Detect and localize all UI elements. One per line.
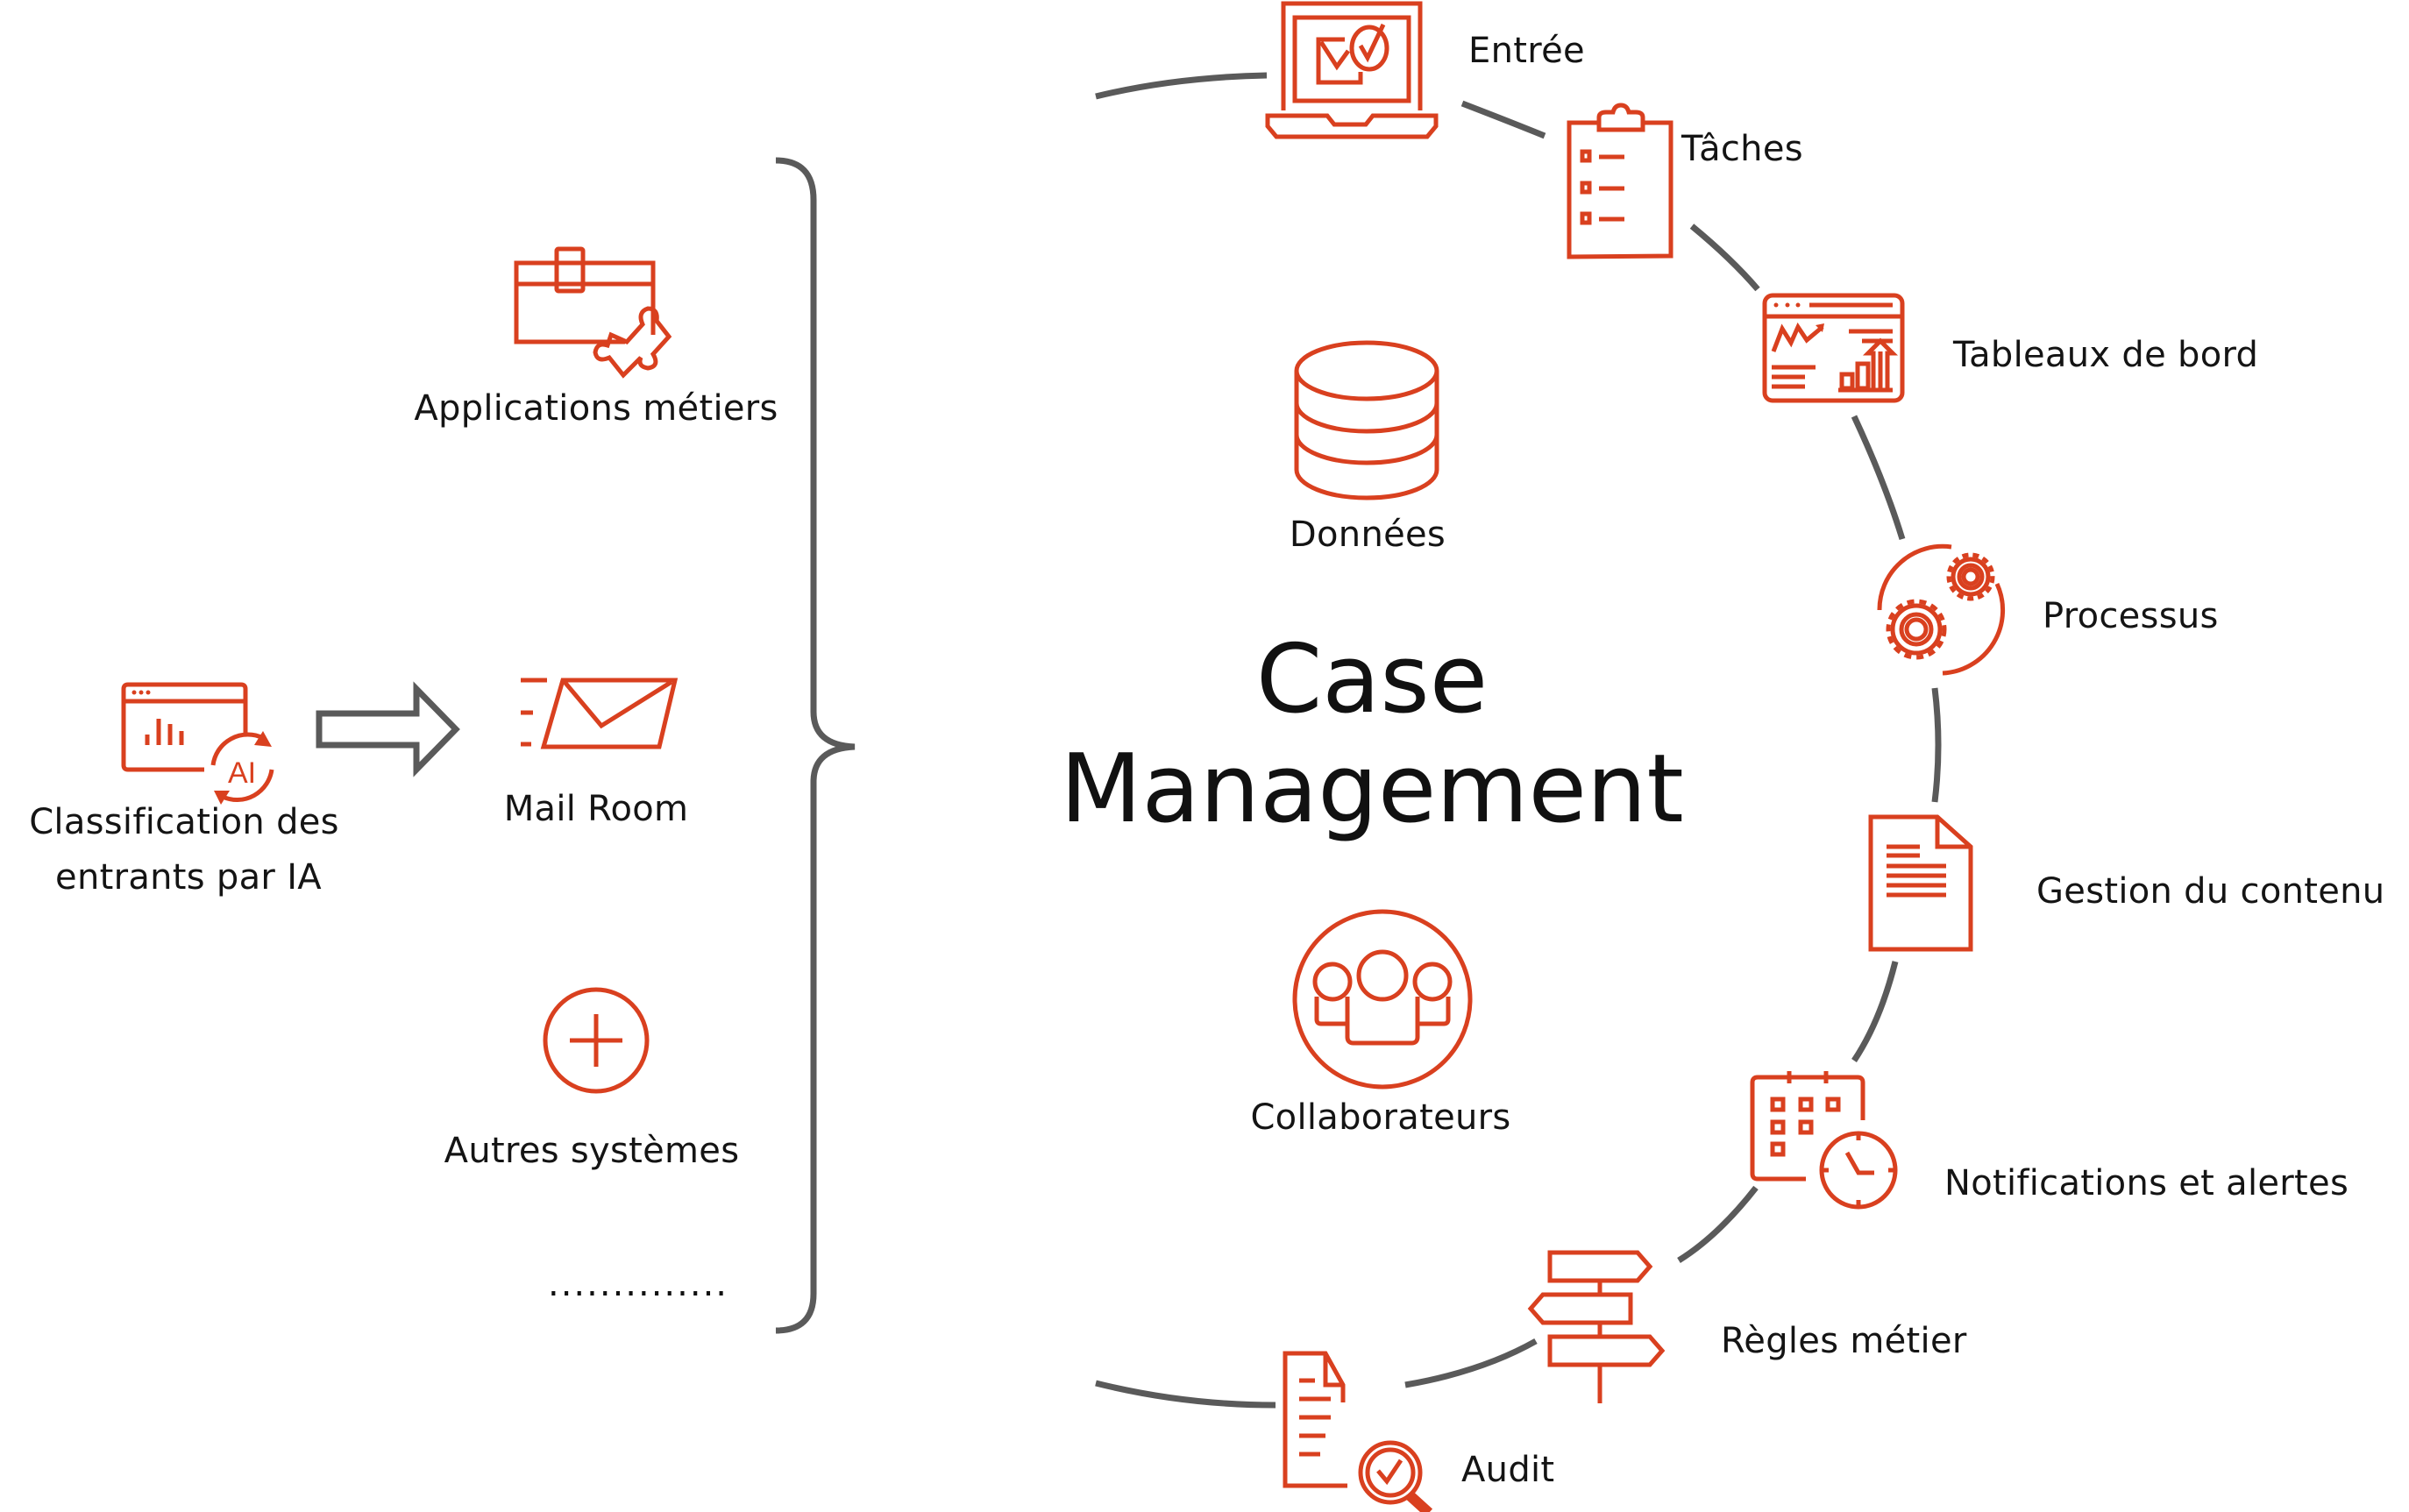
title-line1: Case — [1255, 625, 1489, 735]
calendar-clock-icon — [1749, 1069, 1902, 1214]
arc-segment — [1851, 961, 1899, 1062]
cycle-label: Gestion du contenu — [2036, 871, 2385, 912]
cycle-label: Tâches — [1681, 129, 1803, 169]
laptop-mail-check-icon — [1264, 0, 1439, 140]
document-icon — [1867, 813, 1977, 954]
audit-document-icon — [1282, 1350, 1457, 1512]
input-label: Autres systèmes — [444, 1131, 740, 1171]
plus-circle-icon — [542, 986, 650, 1095]
signpost-icon — [1525, 1249, 1674, 1407]
arc-segment — [1931, 687, 1942, 803]
briefcase-puzzle-icon — [513, 245, 672, 381]
curly-brace — [775, 157, 856, 1334]
arc-segment — [1095, 72, 1268, 100]
svg-text:AI: AI — [228, 756, 256, 790]
arc-segment — [1689, 224, 1760, 292]
arc-segment — [1677, 1185, 1759, 1263]
arrow-right-icon — [316, 681, 465, 777]
core-label: Collaborateurs — [1250, 1097, 1511, 1138]
database-icon — [1290, 340, 1444, 502]
arc-segment — [1460, 100, 1546, 139]
people-icon — [1290, 907, 1475, 1091]
ai-classification-icon: AI — [121, 682, 279, 805]
dashboard-icon — [1761, 292, 1906, 404]
core-label: Données — [1289, 515, 1446, 555]
cycle-label: Notifications et alertes — [1944, 1163, 2349, 1203]
cycle-label: Processus — [2043, 596, 2219, 636]
cycle-label: Tableaux de bord — [1953, 335, 2259, 375]
cycle-label: Audit — [1461, 1450, 1555, 1490]
input-label: Applications métiers — [414, 388, 778, 429]
mail-room-icon — [517, 675, 679, 754]
arc-segment — [1404, 1338, 1538, 1388]
arc-segment — [1095, 1380, 1276, 1409]
clipboard-checklist-icon — [1566, 103, 1675, 261]
ai-classification-label-line2: entrants par IA — [55, 857, 322, 898]
arc-segment — [1851, 415, 1906, 541]
ai-classification-label-line1: Classification des — [29, 802, 339, 842]
title-line2: Management — [1060, 735, 1684, 844]
cycle-label: Règles métier — [1721, 1321, 1967, 1361]
more-inputs-ellipsis: .............. — [548, 1264, 729, 1304]
input-label: Mail Room — [503, 789, 689, 829]
gears-icon — [1874, 542, 2010, 678]
cycle-label: Entrée — [1468, 31, 1585, 71]
